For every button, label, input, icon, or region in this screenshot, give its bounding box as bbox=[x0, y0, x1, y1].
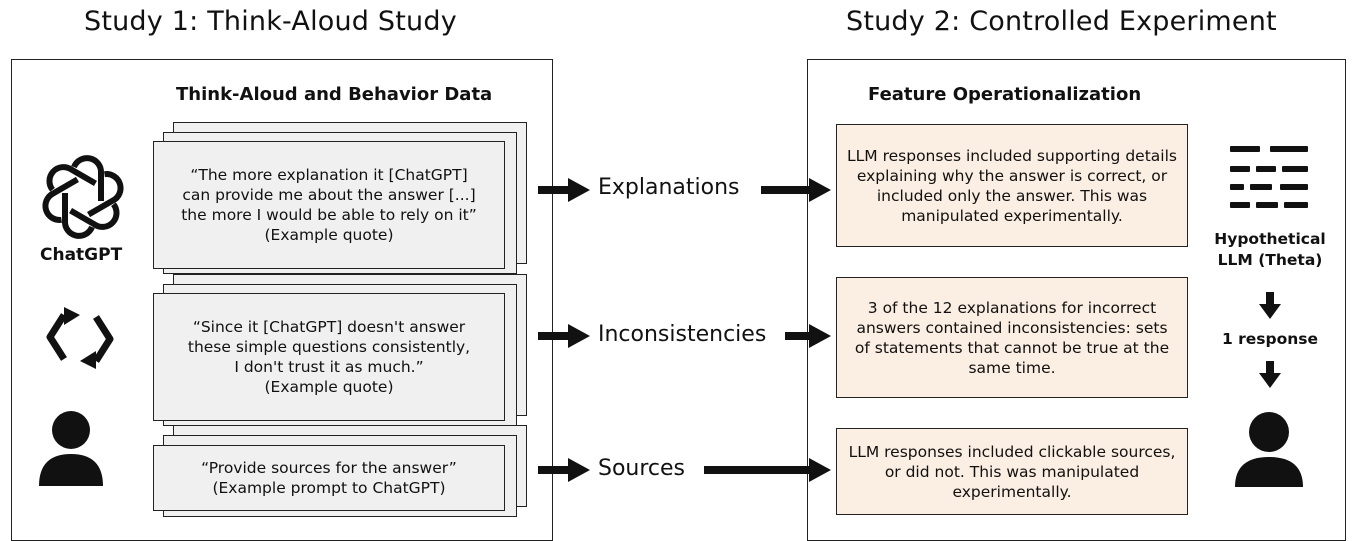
hypothetical-llm-label: Hypothetical LLM (Theta) bbox=[1214, 230, 1326, 269]
study2-panel-title: Feature Operationalization bbox=[868, 84, 1142, 105]
study1-panel-title: Think-Aloud and Behavior Data bbox=[176, 84, 493, 105]
refresh-cycle-icon bbox=[46, 307, 114, 369]
feature-label-inconsistencies: Inconsistencies bbox=[598, 322, 767, 347]
quote-card: “The more explanation it [ChatGPT] can p… bbox=[153, 141, 505, 269]
quote-line: “Since it [ChatGPT] doesn't answer bbox=[192, 318, 466, 336]
text-lines-icon bbox=[1230, 146, 1308, 208]
quote-line: the more I would be able to rely on it” bbox=[181, 206, 477, 224]
quote-line: can provide me about the answer [...] bbox=[182, 186, 476, 204]
quote-line: I don't trust it as much.” bbox=[234, 358, 424, 376]
arrow-down-icon bbox=[1259, 292, 1281, 319]
quote-card: “Provide sources for the answer” (Exampl… bbox=[153, 445, 505, 511]
feature-label-explanations: Explanations bbox=[598, 175, 740, 200]
flow-arrows bbox=[538, 178, 831, 482]
quote-line: these simple questions consistently, bbox=[187, 338, 471, 356]
quote-line: “Provide sources for the answer” bbox=[201, 459, 457, 477]
quote-caption: (Example quote) bbox=[264, 378, 394, 396]
chatgpt-logo-icon bbox=[42, 155, 124, 239]
quote-caption: (Example quote) bbox=[264, 226, 394, 244]
feature-label-sources: Sources bbox=[598, 456, 686, 481]
participant-person-icon bbox=[1235, 412, 1303, 487]
feature-box-inconsistencies: 3 of the 12 explanations for incorrect a… bbox=[836, 277, 1188, 398]
study2-title: Study 2: Controlled Experiment bbox=[846, 6, 1277, 37]
feature-box-sources: LLM responses included clickable sources… bbox=[836, 428, 1188, 515]
quote-caption: (Example prompt to ChatGPT) bbox=[212, 479, 446, 497]
feature-box-explanations: LLM responses included supporting detail… bbox=[836, 124, 1188, 247]
quote-line: “The more explanation it [ChatGPT] bbox=[190, 166, 468, 184]
arrow-down-icon bbox=[1259, 361, 1281, 388]
chatgpt-label: ChatGPT bbox=[40, 245, 123, 265]
study1-title: Study 1: Think-Aloud Study bbox=[84, 6, 457, 37]
quote-card: “Since it [ChatGPT] doesn't answer these… bbox=[153, 293, 505, 421]
response-count-label: 1 response bbox=[1221, 330, 1319, 348]
user-person-icon bbox=[39, 411, 103, 486]
